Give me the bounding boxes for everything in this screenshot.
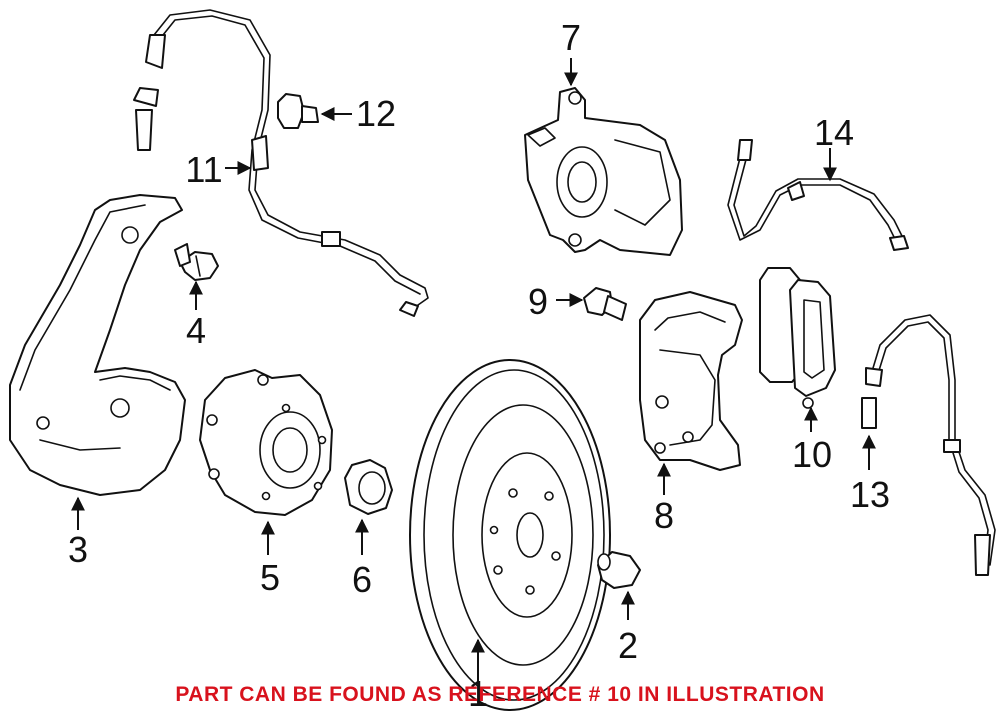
- callout-12: 12: [356, 93, 396, 134]
- guide-bolt: [583, 287, 627, 321]
- callout-numbers: 1 2 3 4 5 6 7 8 9 10 11 12 13 14: [68, 17, 890, 714]
- callout-11: 11: [185, 149, 222, 190]
- brake-rotor: [409, 359, 611, 711]
- wear-sensor-cable: [133, 9, 429, 317]
- wheel-hub: [199, 369, 333, 516]
- sensor-connector: [277, 93, 319, 129]
- brake-pads: [759, 267, 836, 409]
- part-reference-note: PART CAN BE FOUND AS REFERENCE # 10 IN I…: [175, 683, 825, 706]
- brake-hose: [727, 139, 909, 251]
- callout-4: 4: [186, 310, 206, 351]
- callout-5: 5: [260, 557, 280, 598]
- caliper-bracket: [639, 291, 743, 471]
- callout-2: 2: [618, 625, 638, 666]
- callout-13: 13: [850, 474, 890, 515]
- callout-3: 3: [68, 529, 88, 570]
- callout-14: 14: [814, 112, 854, 153]
- callout-9: 9: [528, 281, 548, 322]
- hub-bearing: [344, 459, 393, 515]
- callout-7: 7: [561, 17, 581, 58]
- callout-8: 8: [654, 495, 674, 536]
- callout-10: 10: [792, 434, 832, 475]
- rotor-screw: [597, 551, 641, 589]
- splash-shield: [9, 194, 186, 496]
- callout-6: 6: [352, 559, 372, 600]
- abs-sensor: [861, 314, 996, 576]
- bolt: [174, 243, 219, 281]
- leader-lines: [71, 58, 876, 682]
- brake-caliper: [524, 87, 683, 256]
- callout-1: 1: [468, 673, 488, 714]
